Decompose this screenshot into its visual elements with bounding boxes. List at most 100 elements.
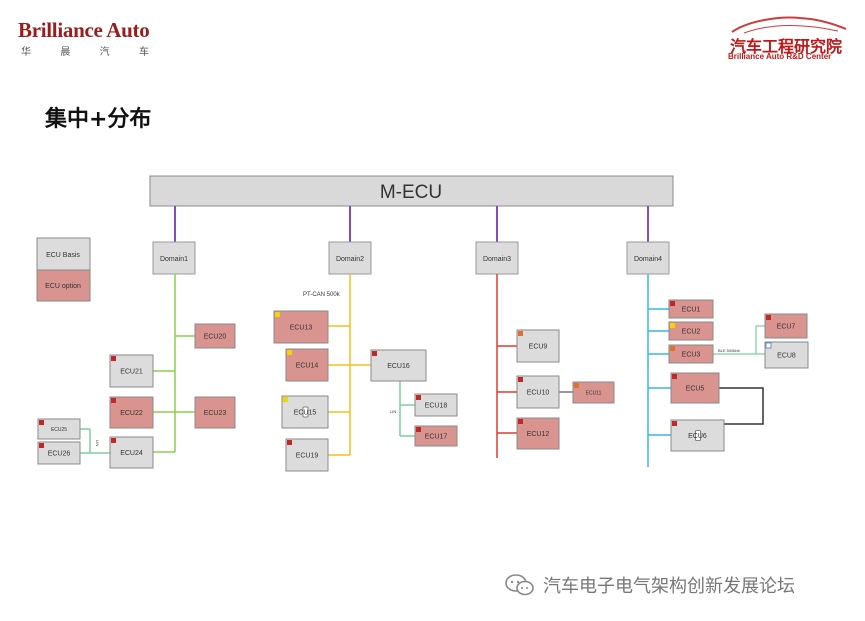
ecu18-frame: [414, 393, 458, 417]
ecu3-status-marker: [670, 346, 675, 351]
ecu16-frame: [370, 349, 427, 382]
logo-char: 华: [21, 47, 31, 58]
ecu14-frame: [285, 348, 329, 382]
ecu6-box: ECU6: [670, 419, 725, 452]
ecu1-box: ECU1: [668, 299, 714, 319]
ecu23-frame: [194, 396, 236, 429]
ecu9-status-marker: [518, 331, 523, 336]
ecu19-status-marker: [287, 440, 292, 445]
domain4-network: [647, 274, 671, 467]
ecu12-frame: [516, 417, 560, 450]
ecu20-frame: [194, 323, 236, 349]
domain3-network: [496, 274, 517, 458]
legend-option-label: ECU option: [45, 283, 81, 290]
ecu18-label: ECU18: [425, 402, 448, 409]
ecu20-label: ECU20: [204, 333, 227, 340]
ecu8-frame: [764, 341, 809, 369]
domain2-label: Domain2: [336, 256, 364, 263]
ecu8-box: ECU8: [764, 341, 809, 369]
ecu24-label: ECU24: [120, 450, 143, 457]
domain2-lin: [399, 381, 415, 437]
d4-bus-label: BLE 500kbit: [718, 348, 740, 353]
ecu2-status-marker: [670, 323, 675, 328]
legend-basis-box: [36, 237, 91, 271]
ecu26-label: ECU26: [48, 450, 71, 457]
ecu23-box: ECU23: [194, 396, 236, 429]
ecu8-label: ECU8: [777, 352, 796, 359]
ecu26-box: ECU26: [37, 441, 81, 465]
pt-can-label: PT-CAN 500k: [303, 292, 341, 298]
ecu9-frame: [516, 329, 560, 363]
ecu7-box: ECU7: [764, 313, 808, 339]
ecu24-frame: [109, 436, 154, 469]
ecu5-box: ECU5: [670, 372, 720, 404]
ecu17-status-marker: [416, 427, 421, 432]
domain1-box: [152, 241, 196, 275]
ecu16-box: ECU16: [370, 349, 427, 382]
ecu1-frame: [668, 299, 714, 319]
m-ecu-bar: [149, 175, 674, 207]
slide-title: 集中+分布: [45, 107, 152, 132]
ecu15-box: ECU15: [281, 395, 329, 429]
domain3-label: Domain3: [483, 256, 511, 263]
ecu21-frame: [109, 354, 154, 388]
ecu8-status-marker: [765, 342, 772, 349]
ecu11-box: ECU11: [572, 381, 615, 404]
ecu16-label: ECU16: [387, 363, 410, 370]
ecu22-box: ECU22: [109, 396, 154, 429]
ecu22-label: ECU22: [120, 410, 143, 417]
ecu7-label: ECU7: [777, 323, 796, 330]
domain2-box: [328, 241, 372, 275]
ecu15-status-marker: [283, 397, 288, 402]
logo-chinese-chars: 华 晨 汽 车: [18, 43, 149, 58]
ecu5-frame: [670, 372, 720, 404]
ecu19-label: ECU19: [296, 452, 319, 459]
domain4-label: Domain4: [634, 256, 662, 263]
m-ecu-label: M-ECU: [380, 182, 442, 203]
ecu17-label: ECU17: [425, 433, 448, 440]
domain4-box: [626, 241, 670, 275]
ecu26-frame: [37, 441, 81, 465]
ecu22-frame: [109, 396, 154, 429]
lin-label-1: LIN: [95, 440, 100, 446]
ecu1-label: ECU1: [682, 306, 701, 313]
legend: ECU Basis ECU option: [36, 237, 91, 302]
logo-char: 晨: [60, 47, 71, 58]
ecu20-box: ECU20: [194, 323, 236, 349]
domain1-lin: [80, 428, 110, 454]
chat-bubble-icon: [505, 574, 534, 596]
ecu1-status-marker: [670, 301, 675, 306]
ecu7-status-marker: [766, 315, 771, 320]
ecu6-label: ECU6: [688, 433, 707, 440]
domain1-network: [153, 274, 195, 453]
ecu25-status-marker: [39, 420, 44, 425]
ecu22-status-marker: [111, 398, 116, 403]
uplinks: [174, 206, 649, 242]
ecu19-box: ECU19: [285, 438, 329, 472]
ecu21-box: ECU21: [109, 354, 154, 388]
domain1-label: Domain1: [160, 256, 188, 263]
logo-char: 汽: [99, 47, 110, 58]
ecu15-label: ECU15: [294, 409, 317, 416]
ecu12-box: ECU12: [516, 417, 560, 450]
ecu3-frame: [668, 344, 714, 364]
ecu26-status-marker: [39, 443, 44, 448]
ecu11-frame: [572, 381, 615, 404]
ecu11-status-marker: [574, 383, 579, 388]
ecu17-frame: [414, 425, 458, 447]
ecu12-label: ECU12: [527, 431, 550, 438]
ecu3-label: ECU3: [682, 351, 701, 358]
ecu9-box: ECU9: [516, 329, 560, 363]
ecu13-status-marker: [275, 312, 280, 317]
ecu10-frame: [516, 375, 560, 409]
ecu18-box: ECU18: [414, 393, 458, 417]
ecu15-connector-icon: [302, 406, 309, 418]
ecu13-frame: [273, 310, 329, 344]
ecu6-status-marker: [672, 421, 677, 426]
ecu24-box: ECU24: [109, 436, 154, 469]
ecu24-status-marker: [111, 438, 116, 443]
ecu9-label: ECU9: [529, 343, 548, 350]
watermark: 汽车电子电气架构创新发展论坛: [505, 572, 795, 598]
ecu11-label: ECU11: [586, 390, 602, 396]
ecu14-label: ECU14: [296, 362, 319, 369]
